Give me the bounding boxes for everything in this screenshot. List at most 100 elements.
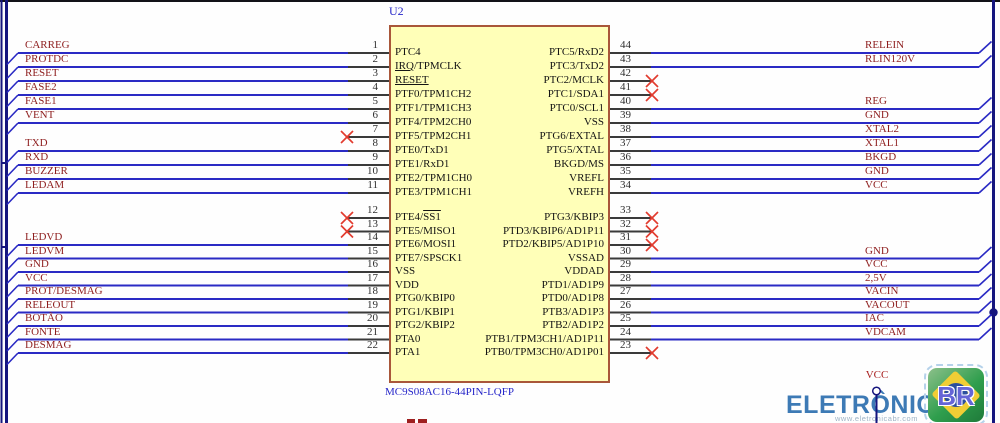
net-label[interactable]: VENT [25, 109, 55, 121]
net-label[interactable]: BOTÃO [25, 312, 63, 324]
net-wire-entry[interactable] [978, 180, 993, 194]
net-label[interactable]: GND [865, 244, 889, 257]
net-wire-entry[interactable] [978, 313, 993, 327]
vcc-power-symbol[interactable] [871, 386, 882, 396]
net-label[interactable]: PROT/DESMAG [25, 285, 103, 297]
net-wire-entry[interactable] [6, 311, 19, 325]
net-label[interactable]: IAC [865, 312, 884, 324]
net-label[interactable]: LEDAM [25, 179, 65, 191]
chip-pin-function-label: PTC4 [395, 46, 421, 58]
component-part-name[interactable]: MC9S08AC16-44PIN-LQFP [385, 386, 514, 398]
net-label[interactable]: VACIN [865, 285, 899, 297]
net-label[interactable]: RESET [25, 67, 59, 79]
net-wire-entry[interactable] [978, 54, 993, 68]
net-label[interactable]: VDCAM [865, 325, 906, 338]
net-wire-entry[interactable] [978, 40, 993, 54]
net-label[interactable]: BUZZER [25, 165, 68, 177]
net-label[interactable]: PROTDC [25, 53, 69, 65]
no-connect-x-icon[interactable] [645, 74, 659, 88]
mcu-component-body[interactable] [389, 25, 610, 383]
net-label[interactable]: LEDVD [25, 231, 63, 243]
net-wire-entry[interactable] [978, 300, 993, 314]
chip-pin-function-label: VREFL [569, 172, 604, 184]
net-label[interactable]: GND [865, 165, 889, 177]
pin-number: 26 [620, 298, 631, 311]
net-wire-entry[interactable] [6, 164, 19, 178]
net-label[interactable]: VCC [25, 271, 48, 284]
net-wire-entry[interactable] [978, 259, 993, 273]
net-wire-entry[interactable] [978, 273, 993, 287]
net-label[interactable]: VACOUT [865, 298, 910, 311]
net-wire-entry[interactable] [6, 66, 19, 80]
pin-number: 42 [620, 67, 631, 79]
vcc-power-port-label[interactable]: VCC [865, 369, 889, 381]
net-label[interactable]: XTAL2 [865, 123, 899, 135]
net-wire-entry[interactable] [978, 96, 993, 110]
net-wire-entry[interactable] [6, 271, 19, 285]
chip-pin-function-label: PTE5/MISO1 [395, 224, 457, 237]
net-label[interactable]: GND [865, 109, 889, 121]
net-label[interactable]: BKGD [865, 151, 897, 163]
net-wire-entry[interactable] [978, 166, 993, 180]
net-label[interactable]: CARREG [25, 39, 70, 51]
net-wire-entry[interactable] [6, 80, 19, 94]
net-label[interactable]: FASE1 [25, 95, 57, 107]
net-wire-entry[interactable] [6, 94, 19, 108]
chip-pin-function-label: PTB0/TPM3CH0/AD1P01 [484, 346, 604, 358]
net-label[interactable]: LEDVM [25, 244, 65, 257]
chip-pin-function-label: PTC5/RxD2 [548, 46, 604, 58]
net-wire-entry[interactable] [978, 138, 993, 152]
net-wire-entry[interactable] [6, 298, 19, 312]
net-label[interactable]: TXD [25, 137, 48, 149]
no-connect-x-icon[interactable] [645, 346, 659, 360]
no-connect-x-icon[interactable] [645, 211, 659, 225]
net-label[interactable]: RELEIN [865, 39, 905, 51]
no-connect-x-icon[interactable] [645, 238, 659, 252]
net-wire-entry[interactable] [6, 338, 19, 352]
net-wire-entry[interactable] [6, 122, 19, 136]
no-connect-x-icon[interactable] [645, 224, 659, 239]
chip-pin-function-label: PTC3/TxD2 [549, 60, 604, 72]
net-wire-entry[interactable] [6, 178, 19, 192]
pin-number: 4 [372, 81, 379, 93]
component-designator[interactable]: U2 [389, 4, 404, 18]
no-connect-x-icon[interactable] [340, 211, 354, 225]
net-label[interactable]: REG [865, 95, 887, 107]
pin-number: 31 [620, 231, 631, 243]
net-wire-entry[interactable] [978, 110, 993, 124]
pin-number: 40 [620, 95, 631, 107]
chip-pin-function-label: PTG0/KBIP0 [395, 292, 455, 304]
no-connect-x-icon[interactable] [340, 130, 354, 144]
net-wire-entry[interactable] [978, 124, 993, 138]
net-wire-entry[interactable] [6, 352, 19, 366]
net-wire-entry[interactable] [6, 52, 19, 66]
net-label[interactable]: FONTE [25, 325, 61, 338]
net-wire-entry[interactable] [978, 286, 993, 300]
net-label[interactable]: RXD [25, 151, 49, 163]
net-wire-entry[interactable] [6, 150, 19, 164]
net-label[interactable]: RLIN120V [865, 53, 916, 65]
chip-pin-function-label: PTC1/SDA1 [547, 88, 604, 100]
net-wire-entry[interactable] [6, 192, 19, 206]
net-label[interactable]: DESMAG [25, 339, 72, 351]
net-label[interactable]: GND [25, 258, 49, 270]
net-label[interactable]: RELEOUT [25, 298, 76, 311]
net-label[interactable]: FASE2 [25, 81, 57, 93]
no-connect-x-icon[interactable] [645, 88, 659, 102]
net-label[interactable]: VCC [865, 179, 888, 191]
net-wire-entry[interactable] [978, 327, 993, 341]
net-wire-entry[interactable] [6, 284, 19, 298]
net-label[interactable]: XTAL1 [865, 137, 899, 149]
net-label[interactable]: 2,5V [865, 271, 887, 284]
net-wire-entry[interactable] [6, 257, 19, 271]
net-wire-entry[interactable] [978, 152, 993, 166]
net-wire-entry[interactable] [6, 325, 19, 339]
clipped-text-fragment [407, 419, 415, 423]
chip-pin-function-label: PTE6/MOSI1 [395, 238, 457, 250]
pin-number: 12 [367, 204, 378, 216]
net-wire-entry[interactable] [6, 244, 19, 258]
no-connect-x-icon[interactable] [340, 224, 354, 239]
net-wire-entry[interactable] [978, 246, 993, 260]
net-label[interactable]: VCC [865, 258, 888, 270]
net-wire-entry[interactable] [6, 108, 19, 122]
